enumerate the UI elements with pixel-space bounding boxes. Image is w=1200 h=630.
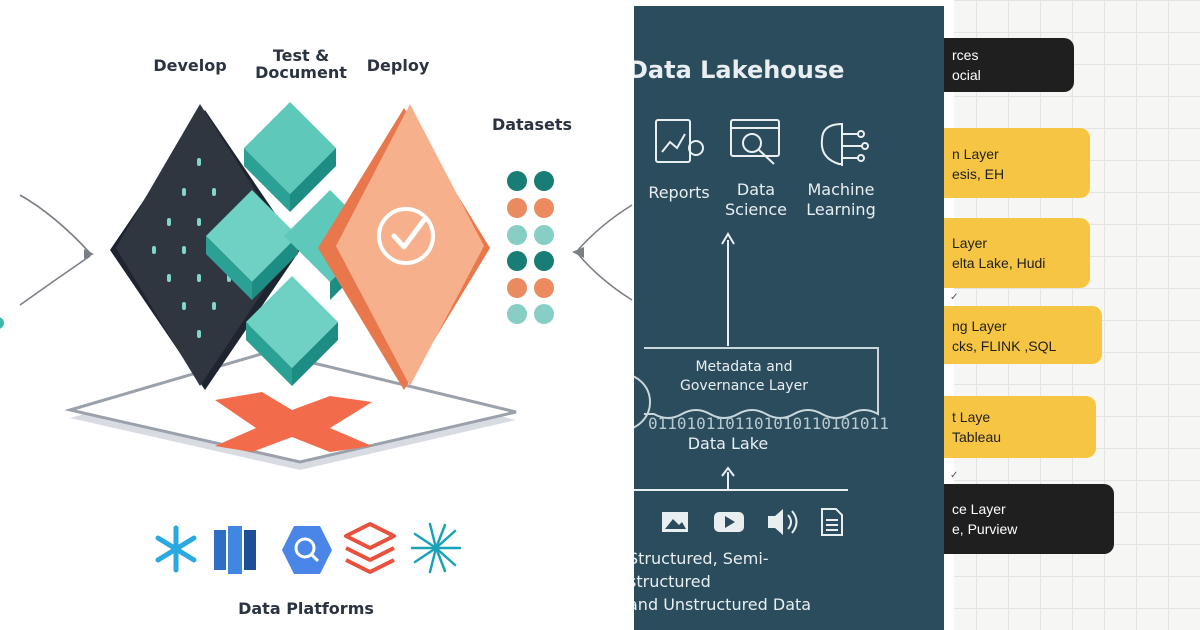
layer-card-storage[interactable]: Layer elta Lake, Hudi <box>944 218 1090 288</box>
output-label-data-science: Data Science <box>724 180 788 219</box>
card-line: Layer <box>952 235 988 251</box>
data-science-icon <box>730 119 780 165</box>
bigquery-icon <box>282 526 332 574</box>
layer-card-processing[interactable]: ng Layer cks, FLINK ,SQL <box>944 306 1102 364</box>
check-mark-icon <box>391 217 427 250</box>
card-line: elta Lake, Hudi <box>952 255 1046 271</box>
stage-label-develop: Develop <box>153 56 227 75</box>
dbt-pipeline-panel: Develop Test & Document Deploy Datasets … <box>0 46 633 618</box>
metadata-layer-label: Metadata and Governance Layer <box>680 359 808 394</box>
datasets-label: Datasets <box>491 115 573 134</box>
report-chart-icon <box>655 119 704 163</box>
sources-caption: Structured, Semi-structured and Unstruct… <box>634 549 812 614</box>
data-lake-label: Data Lake <box>687 434 769 453</box>
layer-card-governance[interactable]: ce Layer e, Purview <box>944 484 1114 554</box>
outgoing-arrowhead <box>572 247 584 258</box>
lakehouse-illustration <box>634 119 879 536</box>
stage-label-test-document: Test & Document <box>255 46 347 82</box>
data-lakehouse-panel: Data Lakehouse Reports Data Science Mach… <box>634 6 944 630</box>
databricks-icon <box>344 522 396 574</box>
layer-card-ingestion[interactable]: n Layer esis, EH <box>944 128 1090 198</box>
brain-circuit-icon <box>820 122 869 166</box>
card-line: ocial <box>952 67 981 83</box>
layer-card-sources[interactable]: rces ocial <box>944 38 1074 92</box>
output-label-reports: Reports <box>648 183 710 202</box>
outgoing-arrow-top <box>577 204 633 251</box>
dbt-x-mark <box>215 392 372 452</box>
card-line: t Laye <box>952 409 991 425</box>
lake-edge-circle <box>634 375 651 429</box>
pipeline-illustration <box>0 102 633 574</box>
card-line: cks, FLINK ,SQL <box>952 338 1057 354</box>
incoming-arrow-bottom <box>19 255 91 306</box>
output-label-machine-learning: Machine Learning <box>806 180 876 219</box>
data-platforms-label: Data Platforms <box>238 599 374 618</box>
arrow-to-lake-head <box>721 466 735 477</box>
check-circle-icon <box>377 207 435 265</box>
redshift-icon <box>214 526 256 574</box>
binary-stream-text: 0110101101101010110101011010 <box>648 414 888 433</box>
card-line: ng Layer <box>952 318 1007 334</box>
connector-mark: ✓ <box>950 292 959 303</box>
incoming-arrow-top <box>19 194 91 254</box>
deploy-diamond <box>336 104 484 386</box>
card-line: n Layer <box>952 146 999 162</box>
text-file-icon <box>821 508 843 536</box>
card-line: Tableau <box>952 429 1002 445</box>
layer-card-reporting[interactable]: t Laye Tableau <box>944 396 1096 458</box>
edge-dot <box>0 317 4 329</box>
audio-icon <box>768 509 798 535</box>
metadata-layer-box <box>644 347 879 419</box>
architecture-layers-panel: rces ocial n Layer esis, EH Layer elta L… <box>944 0 1200 630</box>
snowflake-icon <box>155 525 197 573</box>
outgoing-arrow-bottom <box>577 253 633 301</box>
incoming-arrowhead <box>84 249 94 259</box>
video-icon <box>714 512 744 532</box>
develop-diamond <box>116 104 292 386</box>
dataset-dots <box>507 171 554 324</box>
card-line: ce Layer <box>952 501 1006 517</box>
card-line: esis, EH <box>952 166 1005 182</box>
lakehouse-title: Data Lakehouse <box>634 56 845 84</box>
image-icon <box>662 512 688 532</box>
starburst-icon <box>410 522 462 574</box>
arrow-to-outputs-head <box>721 232 735 245</box>
card-line: e, Purview <box>952 521 1018 537</box>
card-line: rces <box>952 47 979 63</box>
stage-label-deploy: Deploy <box>366 56 430 75</box>
connector-mark: ✓ <box>950 470 959 481</box>
